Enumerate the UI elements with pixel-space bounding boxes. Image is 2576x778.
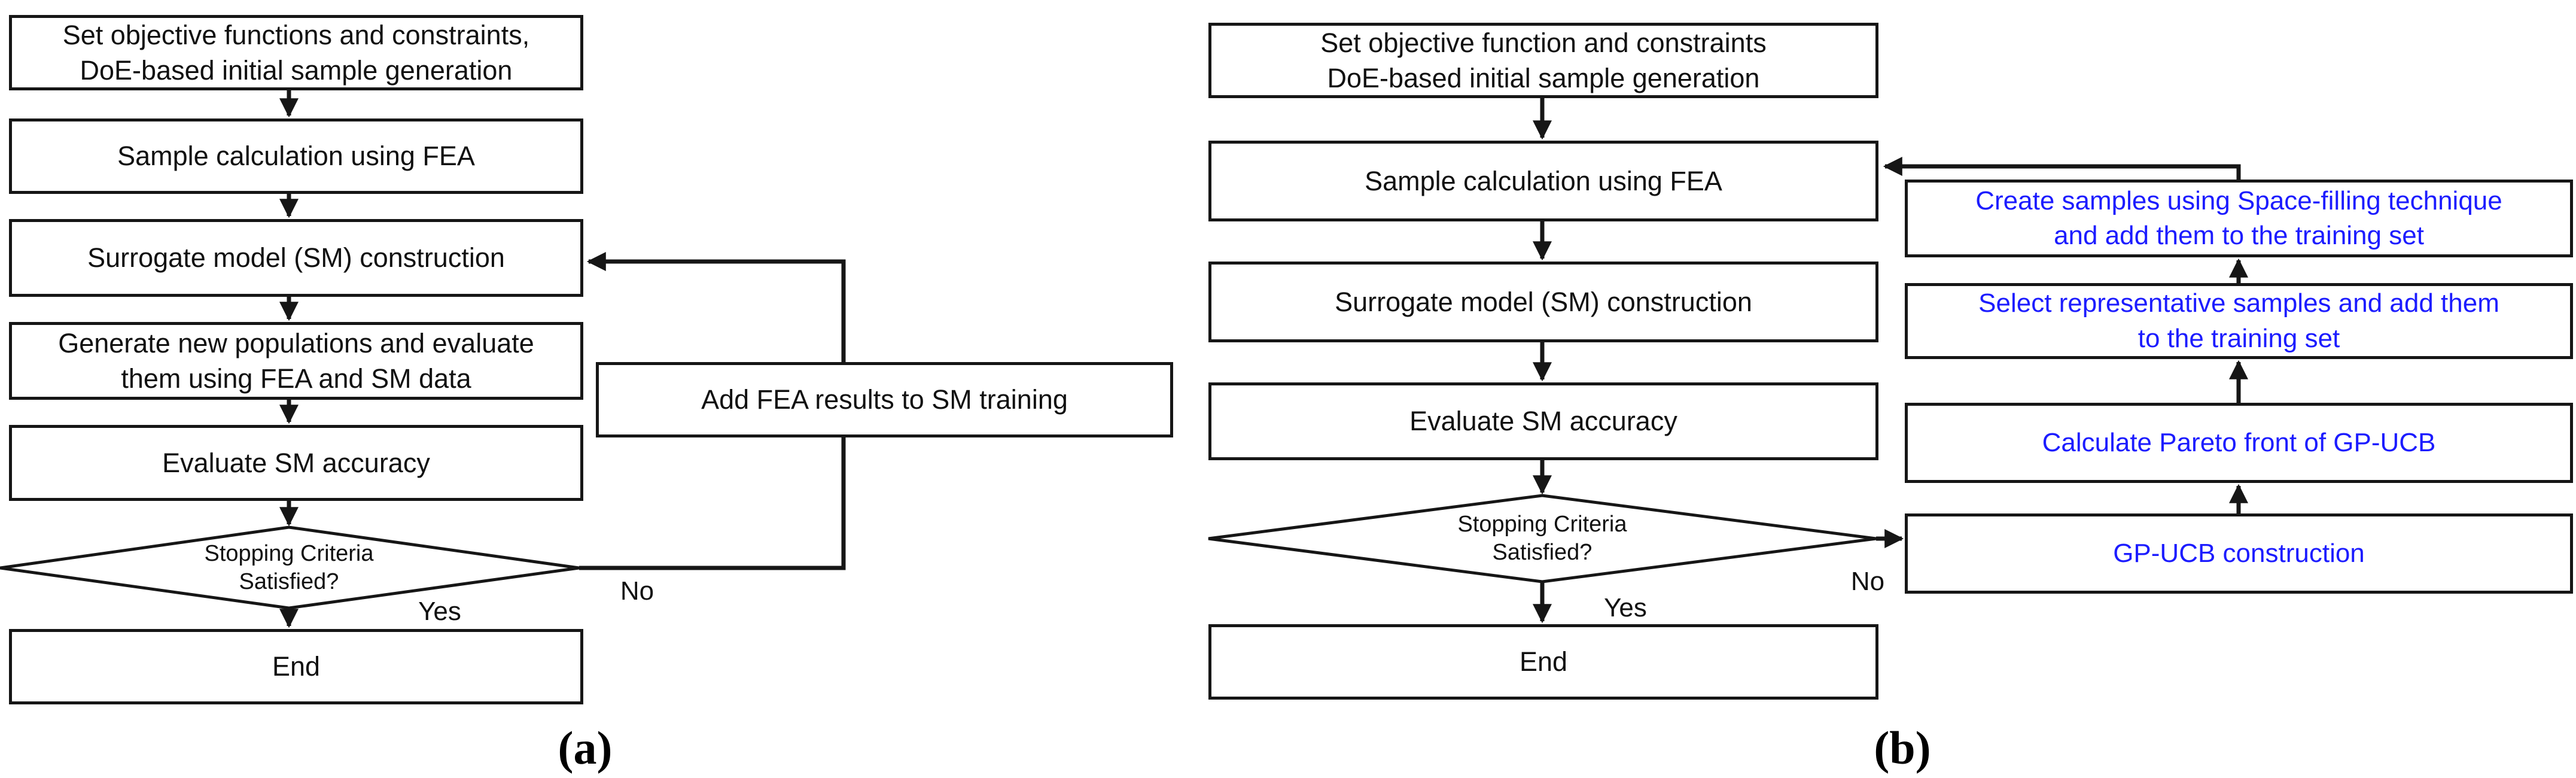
chart-b-connectors xyxy=(1533,98,2248,624)
a-end-box: End xyxy=(9,629,583,704)
chart-a-connectors xyxy=(279,90,846,628)
b-step-set-objectives: Set objective function and constraints D… xyxy=(1208,23,1878,98)
decision-diamond-a xyxy=(0,525,580,610)
b-blue-step-select-samples: Select representative samples and add th… xyxy=(1905,283,2573,359)
no-branch-line-a-lower xyxy=(579,437,846,570)
b-blue-step-gpucb-construction: GP-UCB construction xyxy=(1905,513,2573,594)
b-step-evaluate-accuracy: Evaluate SM accuracy xyxy=(1208,382,1878,460)
a-loop-box-add-fea: Add FEA results to SM training xyxy=(596,362,1173,437)
a-step-set-objectives: Set objective functions and constraints,… xyxy=(9,15,583,90)
b-yes-label: Yes xyxy=(1604,593,1647,622)
b-blue-step-create-samples: Create samples using Space-filling techn… xyxy=(1905,180,2573,257)
b-no-label: No xyxy=(1850,567,1885,596)
b-step-sample-calculation: Sample calculation using FEA xyxy=(1208,141,1878,221)
a-step-generate-populations: Generate new populations and evaluate th… xyxy=(9,322,583,400)
b-blue-step-pareto-front: Calculate Pareto front of GP-UCB xyxy=(1905,403,2573,483)
b-end-box: End xyxy=(1208,624,1878,700)
a-step-evaluate-accuracy: Evaluate SM accuracy xyxy=(9,425,583,501)
no-branch-line-a-upper xyxy=(586,252,846,362)
decision-diamond-b xyxy=(1208,494,1877,584)
figure-label-a: (a) xyxy=(558,722,613,774)
a-no-label: No xyxy=(620,576,654,606)
a-decision-label: Stopping Criteria Satisfied? xyxy=(204,540,374,595)
a-step-surrogate-model: Surrogate model (SM) construction xyxy=(9,219,583,297)
b-decision-label: Stopping Criteria Satisfied? xyxy=(1457,511,1627,566)
loop-line-b-create-to-fea xyxy=(1883,157,2241,180)
a-yes-label: Yes xyxy=(418,597,461,626)
b-step-surrogate-model: Surrogate model (SM) construction xyxy=(1208,262,1878,342)
figure-label-b: (b) xyxy=(1874,722,1931,774)
a-step-sample-calculation: Sample calculation using FEA xyxy=(9,118,583,194)
